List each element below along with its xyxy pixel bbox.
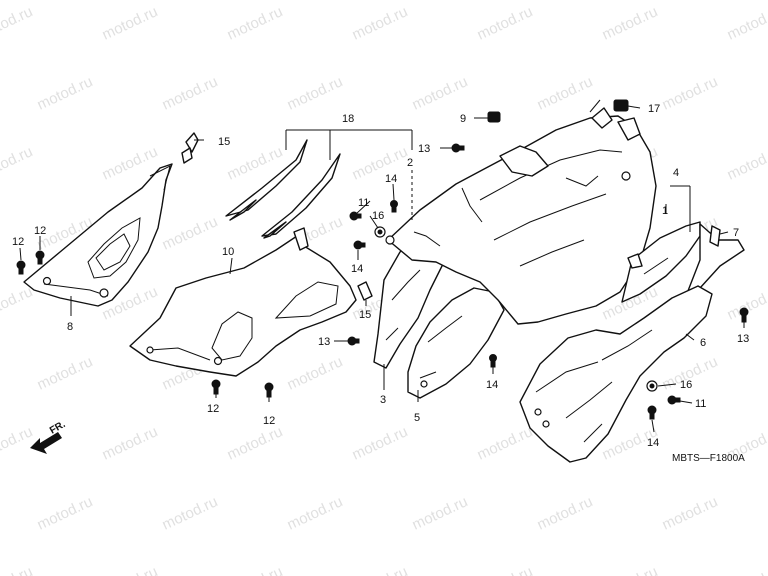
watermark-text: motod.ru [35, 493, 96, 533]
callout-3: 3 [380, 394, 386, 406]
callout-16a: 16 [372, 210, 384, 222]
watermark-text: motod.ru [0, 283, 35, 323]
watermark-text: motod.ru [600, 3, 661, 43]
watermark-text: motod.ru [660, 493, 721, 533]
callout-11b: 11 [695, 398, 706, 410]
callout-5: 5 [414, 412, 420, 424]
watermark-text: motod.ru [600, 563, 661, 576]
watermark-text: motod.ru [100, 423, 161, 463]
watermark-text: motod.ru [350, 563, 411, 576]
watermark-text: motod.ru [535, 73, 596, 113]
part-8-side-cover [23, 163, 173, 307]
watermark-text: motod.ru [0, 143, 35, 183]
callout-13c: 13 [737, 333, 749, 345]
watermark-text: motod.ru [100, 3, 161, 43]
callout-12d: 12 [263, 415, 275, 427]
watermark-text: motod.ru [410, 493, 471, 533]
watermark-text: motod.ru [725, 563, 768, 576]
watermark-text: motod.ru [225, 3, 286, 43]
watermark-text: motod.ru [0, 423, 35, 463]
arrow-left-down-icon [30, 432, 62, 454]
callout-9: 9 [460, 113, 466, 125]
watermark-text: motod.ru [350, 3, 411, 43]
callout-14a: 14 [385, 173, 397, 185]
watermark-text: motod.ru [285, 73, 346, 113]
part-5-inner-panel [407, 287, 505, 399]
diagram-code: MBTS—F1800A [672, 453, 745, 464]
part-18-stripe-decals [225, 139, 341, 239]
part-15-clip-left [181, 132, 199, 164]
watermark-text: motod.ru [0, 563, 35, 576]
watermark-text: motod.ru [35, 73, 96, 113]
part-6-lower-cover [519, 285, 713, 463]
callout-12a: 12 [12, 236, 24, 248]
callout-4: 4 [673, 167, 679, 179]
callout-14c: 14 [486, 379, 498, 391]
callout-11a: 11 [358, 197, 369, 209]
watermark-text: motod.ru [160, 493, 221, 533]
part-4-rail-cover [621, 221, 745, 303]
front-label: FR. [48, 419, 68, 437]
watermark-text: motod.ru [410, 73, 471, 113]
callout-15a: 15 [218, 136, 230, 148]
callout-10: 10 [222, 246, 234, 258]
callout-18: 18 [342, 113, 354, 125]
callout-1: 1 [662, 205, 668, 217]
watermark-text: motod.ru [350, 423, 411, 463]
watermark-text: motod.ru [35, 353, 96, 393]
callout-2: 2 [407, 157, 413, 169]
callout-12c: 12 [207, 403, 219, 415]
leader-lines [19, 99, 745, 433]
callout-15b: 15 [359, 309, 371, 321]
watermark-text: motod.ru [100, 563, 161, 576]
front-direction-arrow: FR. [30, 419, 68, 454]
callout-13b: 13 [418, 143, 430, 155]
watermark-text: motod.ru [350, 143, 411, 183]
callout-8: 8 [67, 321, 73, 333]
watermark-text: motod.ru [535, 493, 596, 533]
fasteners [16, 99, 749, 420]
watermark-text: motod.ru [725, 143, 768, 183]
part-2-rear-cowl [385, 107, 657, 325]
watermark-text: motod.ru [225, 423, 286, 463]
watermark-text: motod.ru [475, 563, 536, 576]
callout-16b: 16 [680, 379, 692, 391]
watermark-text: motod.ru [475, 3, 536, 43]
watermark-text: motod.ru [160, 213, 221, 253]
watermark-text: motod.ru [285, 353, 346, 393]
watermark-text: motod.ru [725, 3, 768, 43]
callouts: 12 12 8 15 10 18 2 12 12 13 3 5 13 9 17 … [12, 103, 749, 449]
callout-13a: 13 [318, 336, 330, 348]
callout-17: 17 [648, 103, 660, 115]
watermark-text: motod.ru [475, 423, 536, 463]
watermark-text: motod.ru [0, 3, 35, 43]
callout-7: 7 [733, 227, 739, 239]
callout-12b: 12 [34, 225, 46, 237]
watermark-text: motod.ru [225, 563, 286, 576]
watermark-text: motod.ru [660, 73, 721, 113]
part-10-side-cover [129, 227, 357, 377]
callout-14d: 14 [647, 437, 659, 449]
callout-6: 6 [700, 337, 706, 349]
watermark-text: motod.ru [160, 73, 221, 113]
callout-14b: 14 [351, 263, 363, 275]
watermark-text: motod.ru [285, 493, 346, 533]
